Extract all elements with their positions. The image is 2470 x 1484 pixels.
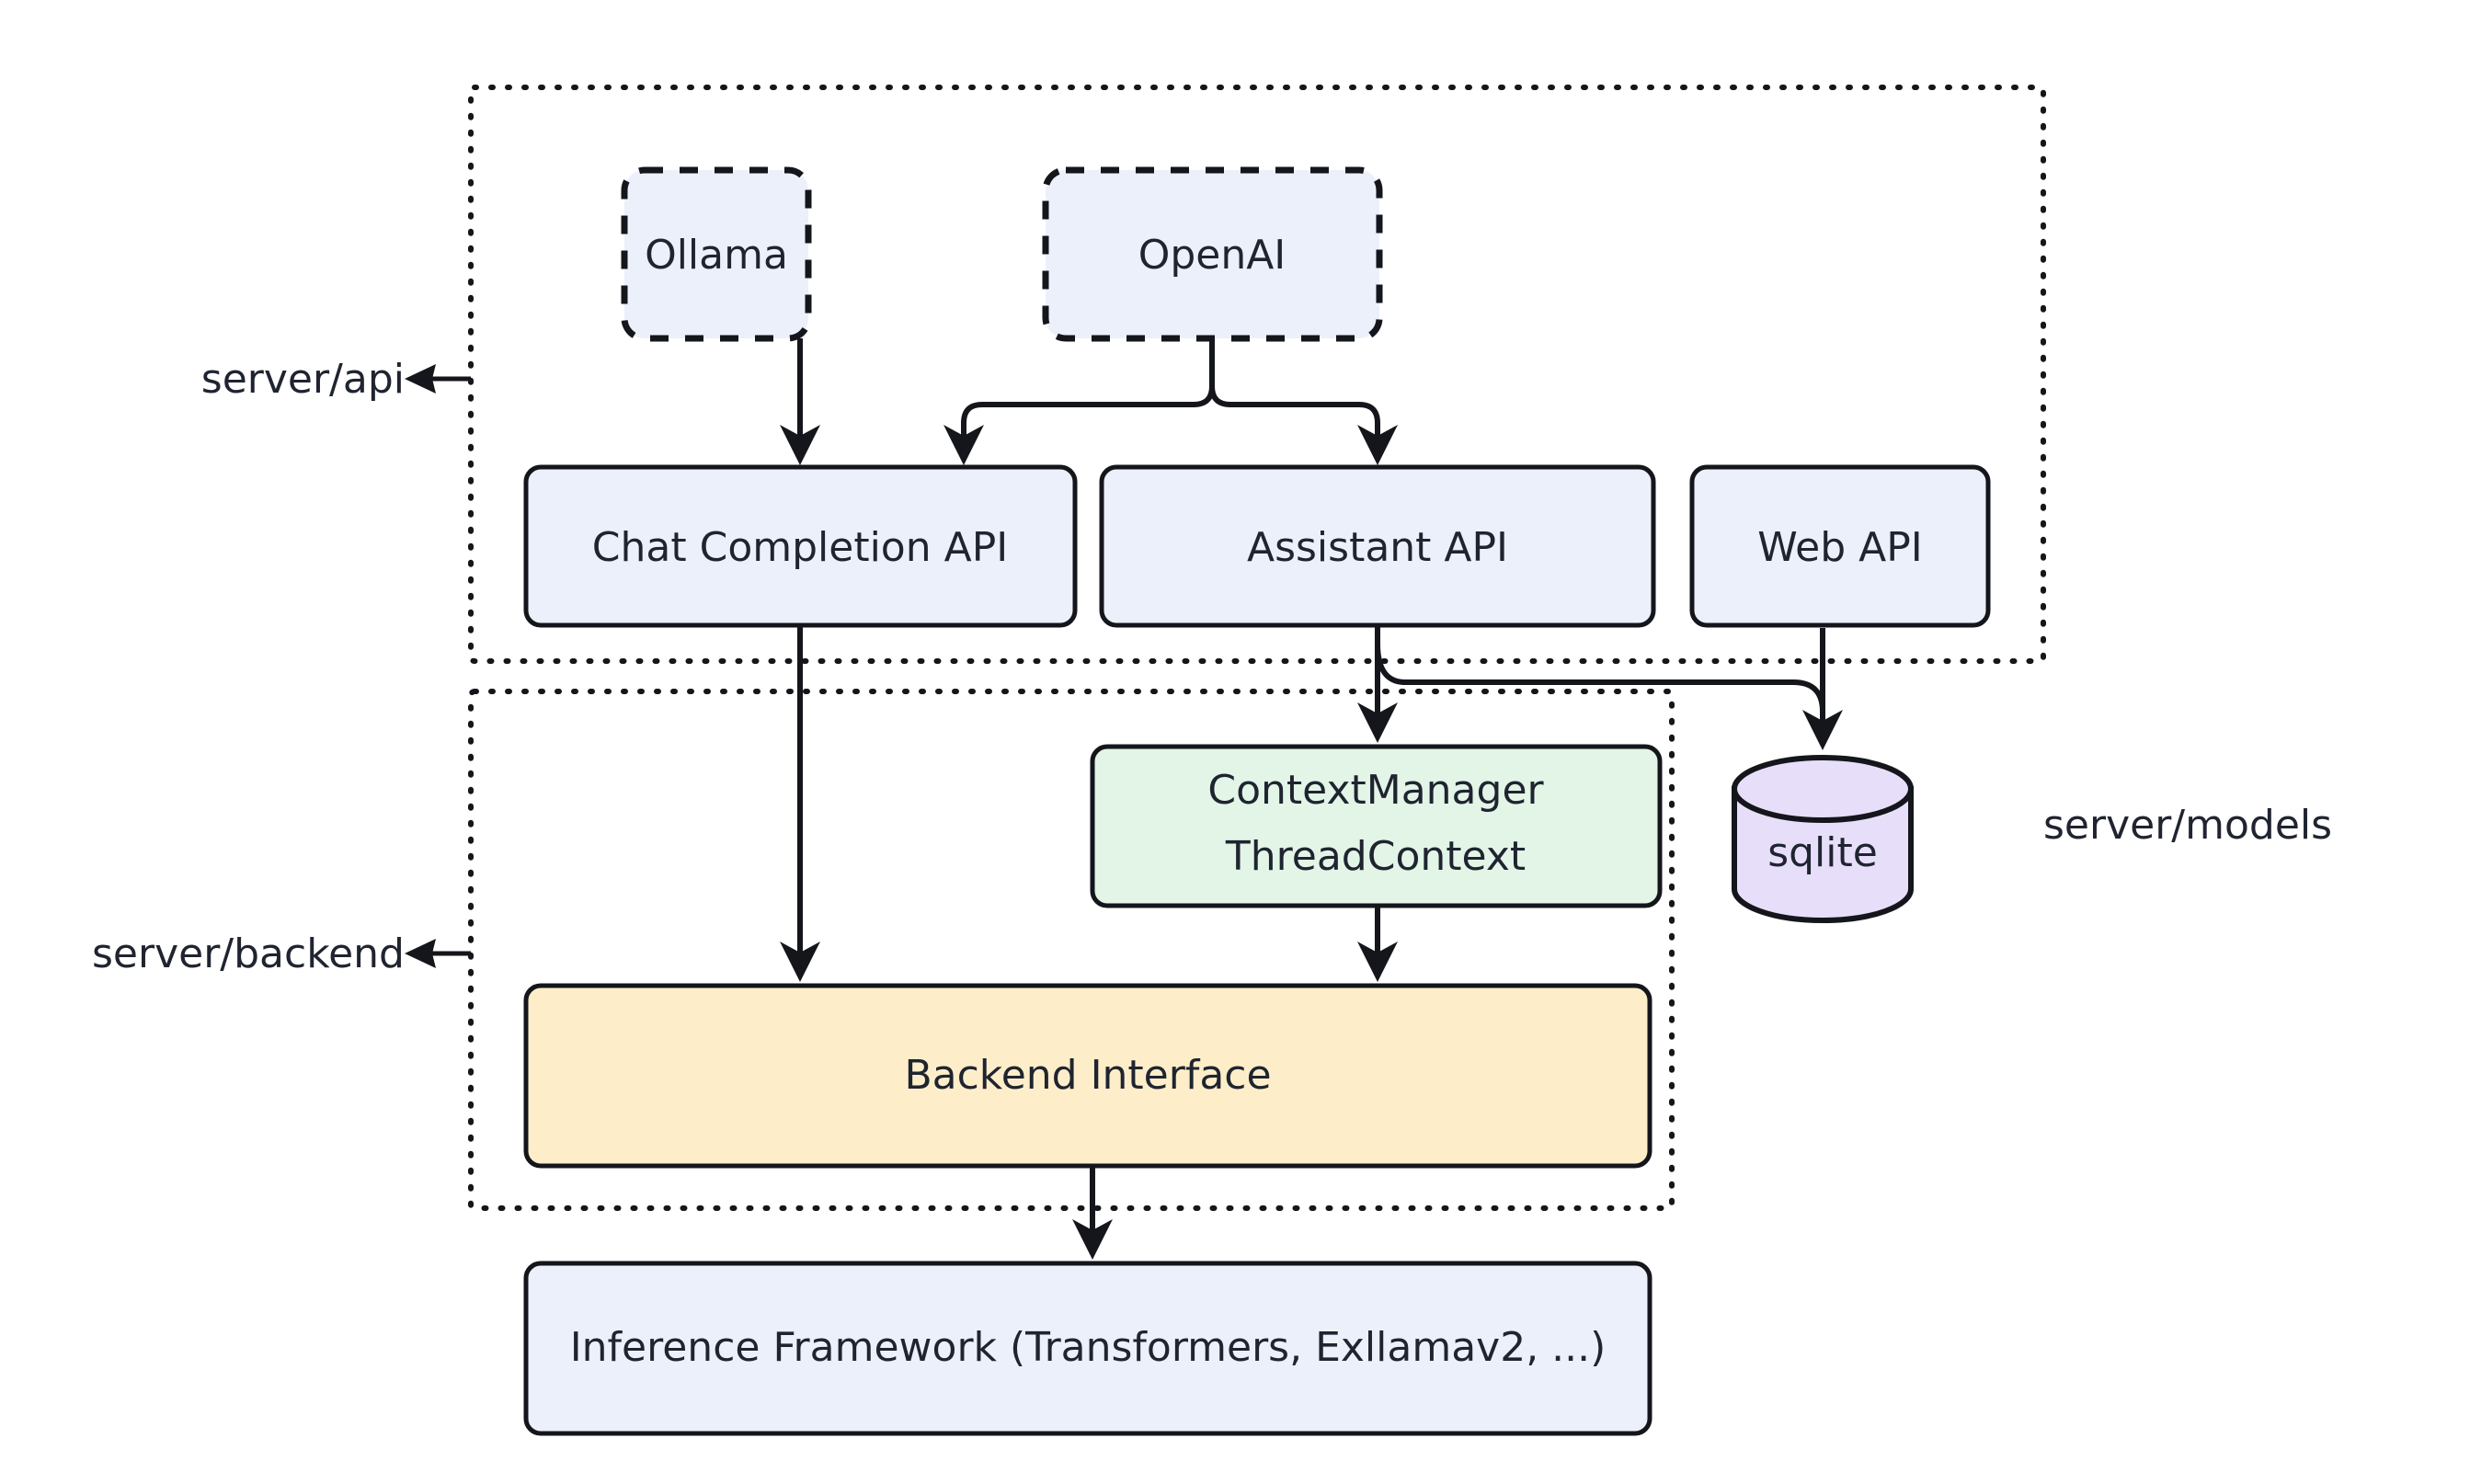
- node-context-manager-label-line2: ThreadContext: [1225, 833, 1526, 880]
- node-ollama-shape[interactable]: [621, 166, 812, 342]
- group-container-server-backend: [468, 689, 1675, 1211]
- node-assistant-api-label: Assistant API: [1247, 524, 1508, 571]
- arrowhead-context-manager-to-backend-interface: [1357, 942, 1398, 982]
- arrowhead-ollama-to-chat-completion-api: [780, 425, 820, 465]
- arrowhead-backend-interface-to-inference-framework: [1072, 1219, 1113, 1260]
- node-context-manager[interactable]: ContextManager ThreadContext: [1090, 744, 1663, 908]
- arrowhead-assistant-api-to-context-manager: [1357, 702, 1398, 743]
- node-assistant-api-shape[interactable]: [1099, 464, 1656, 628]
- node-sqlite[interactable]: sqlite: [1732, 755, 1914, 923]
- node-backend-interface[interactable]: Backend Interface: [523, 983, 1652, 1169]
- node-sqlite-top: [1732, 755, 1914, 823]
- node-sqlite-label: sqlite: [1767, 829, 1878, 876]
- node-chat-completion-api-label: Chat Completion API: [592, 524, 1008, 571]
- arrowhead-chat-completion-api-to-backend-interface: [780, 942, 820, 982]
- node-ollama-label: Ollama: [645, 232, 788, 279]
- arrowhead-openai-to-chat-completion-api: [943, 425, 984, 465]
- group-label-server-backend: server/backend: [92, 930, 405, 977]
- node-inference-framework-shape[interactable]: [523, 1261, 1652, 1436]
- edge-assistant-api-to-sqlite: [1375, 643, 1825, 726]
- node-openai[interactable]: OpenAI: [1042, 166, 1383, 342]
- arrowhead-openai-to-assistant-api: [1357, 425, 1398, 465]
- node-context-manager-shape[interactable]: [1090, 744, 1663, 908]
- arrowhead-assistant-api-to-sqlite: [1802, 710, 1843, 750]
- edge-openai-fork-right: [1209, 338, 1380, 441]
- node-web-api-shape[interactable]: [1689, 464, 1991, 628]
- group-container-server-api: [468, 85, 2046, 664]
- node-web-api[interactable]: Web API: [1689, 464, 1991, 628]
- node-openai-label: OpenAI: [1138, 232, 1286, 279]
- node-sqlite-body[interactable]: [1732, 786, 1914, 923]
- group-leader-arrowhead-server-api: [405, 364, 436, 394]
- node-assistant-api[interactable]: Assistant API: [1099, 464, 1656, 628]
- node-web-api-label: Web API: [1757, 524, 1923, 571]
- group-label-server-api: server/api: [201, 356, 405, 403]
- node-chat-completion-api-shape[interactable]: [523, 464, 1078, 628]
- group-leader-arrowhead-server-backend: [405, 939, 436, 968]
- node-inference-framework[interactable]: Inference Framework (Transformers, Exlla…: [523, 1261, 1652, 1436]
- node-context-manager-label-line1: ContextManager: [1207, 767, 1544, 814]
- edge-openai-fork-left: [961, 338, 1215, 441]
- node-backend-interface-shape[interactable]: [523, 983, 1652, 1169]
- node-ollama[interactable]: Ollama: [621, 166, 812, 342]
- node-inference-framework-label: Inference Framework (Transformers, Exlla…: [570, 1324, 1607, 1371]
- node-openai-shape[interactable]: [1042, 166, 1383, 342]
- node-chat-completion-api[interactable]: Chat Completion API: [523, 464, 1078, 628]
- node-backend-interface-label: Backend Interface: [904, 1052, 1271, 1099]
- group-label-server-models: server/models: [2043, 802, 2332, 849]
